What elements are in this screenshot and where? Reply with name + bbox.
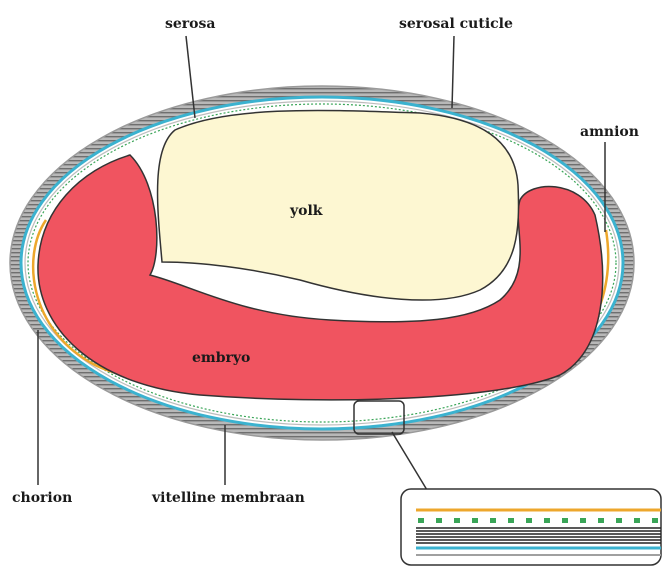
label-vitelline-membrane: vitelline membraan	[151, 490, 305, 506]
label-yolk: yolk	[289, 203, 323, 219]
layer-stack-detail-icon	[401, 489, 665, 565]
leader-inset	[392, 432, 427, 490]
label-amnion: amnion	[580, 124, 639, 140]
label-serosa: serosa	[165, 16, 215, 32]
label-chorion: chorion	[12, 490, 72, 506]
label-embryo: embryo	[192, 350, 250, 366]
label-serosal-cuticle: serosal cuticle	[399, 16, 513, 32]
leader-serosal-cuticle	[452, 36, 454, 108]
